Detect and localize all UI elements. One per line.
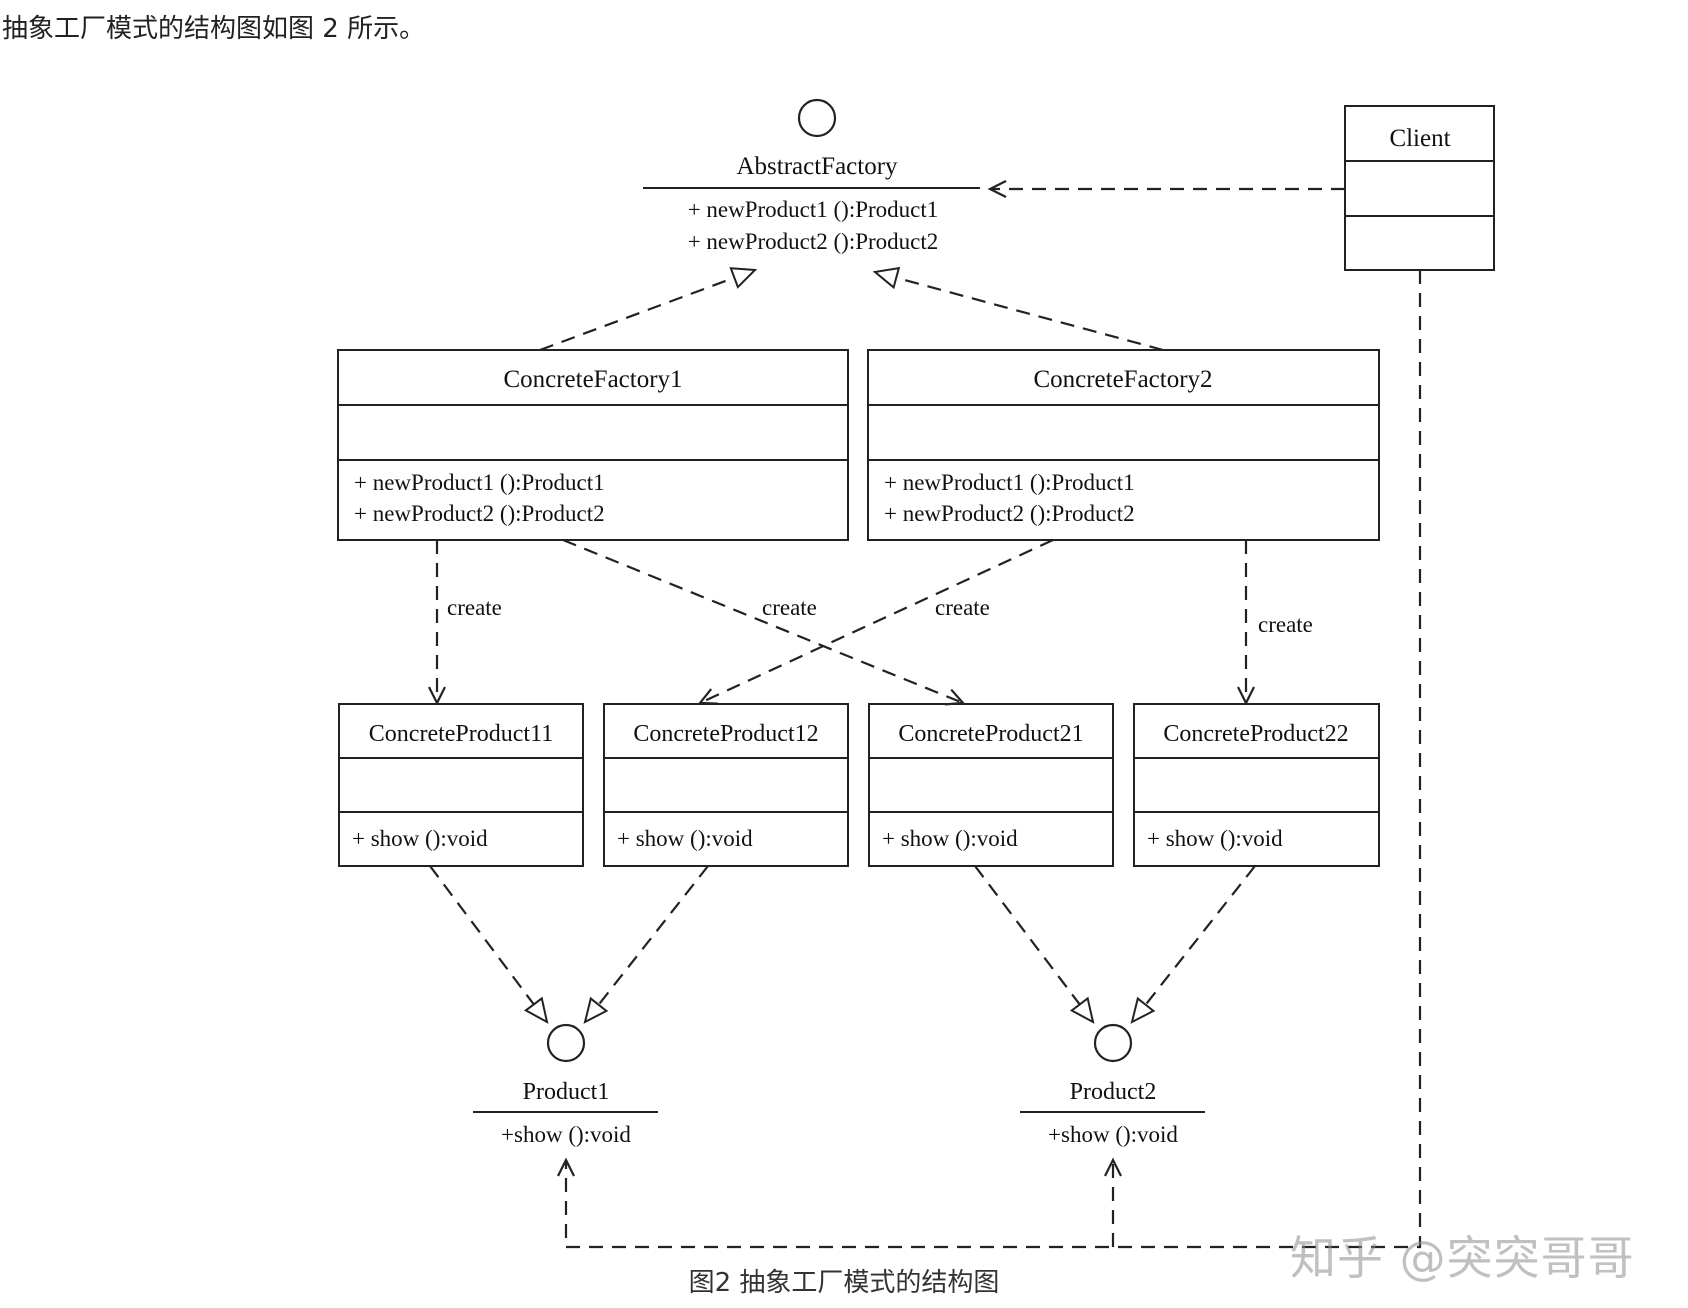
interface-icon bbox=[546, 1023, 586, 1063]
create-arrow-f1-p21 bbox=[562, 538, 966, 706]
abstract-factory-method: + newProduct1 ():Product1 bbox=[688, 197, 939, 222]
product2-method: +show ():void bbox=[1048, 1122, 1178, 1147]
concrete-factory2-method: + newProduct2 ():Product2 bbox=[884, 501, 1135, 526]
watermark: 知乎 @突突哥哥 bbox=[1290, 1231, 1635, 1285]
interface-icon bbox=[797, 98, 837, 138]
product1-interface: Product1 +show ():void bbox=[473, 1023, 658, 1147]
concrete-product12-class: ConcreteProduct12 + show ():void bbox=[603, 703, 849, 867]
concrete-product11-method: + show ():void bbox=[352, 826, 488, 851]
create-label: create bbox=[762, 595, 817, 620]
create-label: create bbox=[447, 595, 502, 620]
p11-realization-arrow bbox=[429, 865, 549, 1024]
concrete-product11-class: ConcreteProduct11 + show ():void bbox=[338, 703, 584, 867]
concrete-factory1-method: + newProduct2 ():Product2 bbox=[354, 501, 605, 526]
concrete-factory1-method: + newProduct1 ():Product1 bbox=[354, 470, 605, 495]
abstract-factory-method: + newProduct2 ():Product2 bbox=[688, 229, 939, 254]
interface-icon bbox=[1093, 1023, 1133, 1063]
concrete-product21-name: ConcreteProduct21 bbox=[898, 721, 1083, 747]
create-label: create bbox=[935, 595, 990, 620]
intro-text: 抽象工厂模式的结构图如图 2 所示。 bbox=[2, 14, 426, 44]
client-class: Client bbox=[1344, 105, 1495, 271]
client-name: Client bbox=[1389, 125, 1450, 152]
p22-realization-arrow bbox=[1130, 865, 1256, 1024]
abstract-factory-name: AbstractFactory bbox=[736, 153, 898, 180]
concrete-product22-name: ConcreteProduct22 bbox=[1163, 721, 1348, 747]
concrete-factory2-name: ConcreteFactory2 bbox=[1033, 366, 1212, 393]
concrete-product22-method: + show ():void bbox=[1147, 826, 1283, 851]
concrete-product12-name: ConcreteProduct12 bbox=[633, 721, 818, 747]
abstract-factory-interface: AbstractFactory + newProduct1 ():Product… bbox=[643, 98, 980, 254]
concrete-factory1-name: ConcreteFactory1 bbox=[503, 366, 682, 393]
factory1-realization-arrow bbox=[539, 267, 758, 352]
figure-caption: 图2 抽象工厂模式的结构图 bbox=[688, 1268, 1000, 1298]
concrete-factory2-class: ConcreteFactory2 + newProduct1 ():Produc… bbox=[867, 349, 1380, 541]
concrete-factory1-class: ConcreteFactory1 + newProduct1 ():Produc… bbox=[337, 349, 849, 541]
concrete-product21-method: + show ():void bbox=[882, 826, 1018, 851]
product2-name: Product2 bbox=[1070, 1079, 1157, 1105]
concrete-product22-class: ConcreteProduct22 + show ():void bbox=[1133, 703, 1380, 867]
p21-realization-arrow bbox=[974, 865, 1095, 1024]
create-label: create bbox=[1258, 612, 1313, 637]
product1-name: Product1 bbox=[523, 1079, 610, 1105]
client-to-product1-arrow bbox=[557, 270, 1422, 1249]
product1-method: +show ():void bbox=[501, 1122, 631, 1147]
concrete-product12-method: + show ():void bbox=[617, 826, 753, 851]
concrete-product21-class: ConcreteProduct21 + show ():void bbox=[868, 703, 1114, 867]
create-arrow-f2-p12 bbox=[697, 539, 1054, 705]
concrete-factory2-method: + newProduct1 ():Product1 bbox=[884, 470, 1135, 495]
concrete-product11-name: ConcreteProduct11 bbox=[369, 721, 553, 747]
p12-realization-arrow bbox=[583, 865, 709, 1024]
factory2-realization-arrow bbox=[872, 266, 1164, 352]
product2-interface: Product2 +show ():void bbox=[1020, 1023, 1205, 1147]
